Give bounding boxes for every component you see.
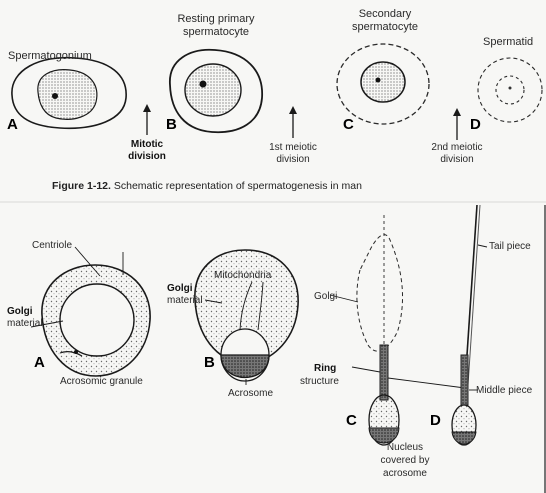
label-nucleus-line3: acrosome <box>370 468 440 479</box>
label-mitotic-line1: Mitotic <box>115 139 179 150</box>
label-golgi-b-line1: Golgi <box>167 283 193 294</box>
letter-d-top: D <box>470 116 481 133</box>
letter-c-top: C <box>343 116 354 133</box>
cell-primary-spermatocyte <box>170 50 262 132</box>
label-ring-line2: structure <box>300 376 339 387</box>
label-resting-line2: spermatocyte <box>166 27 266 38</box>
label-second-meiotic-line1: 2nd meiotic <box>420 142 494 153</box>
label-golgi-b-line2: material <box>167 295 203 306</box>
panel-c-sperm <box>330 215 465 445</box>
label-resting-line1: Resting primary <box>166 14 266 25</box>
arrow-second-meiotic <box>453 108 461 140</box>
label-nucleus-line1: Nucleus <box>370 442 440 453</box>
label-spermatid: Spermatid <box>483 37 533 48</box>
panel-a-cell <box>31 247 150 376</box>
label-nucleus-line2: covered by <box>370 455 440 466</box>
label-first-meiotic-line2: division <box>258 154 328 165</box>
figure-caption-text: Schematic representation of spermatogene… <box>114 180 362 192</box>
label-first-meiotic-line1: 1st meiotic <box>258 142 328 153</box>
label-secondary-line2: spermatocyte <box>330 22 440 33</box>
panel-d-sperm <box>452 205 487 445</box>
arrow-mitotic <box>143 104 151 135</box>
letter-c-bottom: C <box>346 412 357 429</box>
arrow-first-meiotic <box>289 106 297 138</box>
label-mitotic-line2: division <box>115 151 179 162</box>
letter-b-top: B <box>166 116 177 133</box>
label-golgi-a-line2: material <box>7 318 43 329</box>
cell-secondary-spermatocyte <box>337 44 429 124</box>
letter-a-bottom: A <box>34 354 45 371</box>
label-golgi-c: Golgi <box>314 291 337 302</box>
letter-a-top: A <box>7 116 18 133</box>
label-acrosomic-granule: Acrosomic granule <box>60 376 143 387</box>
cell-spermatogonium <box>12 58 126 129</box>
label-second-meiotic-line2: division <box>420 154 494 165</box>
label-mitochondria: Mitochondria <box>214 270 271 281</box>
label-golgi-a-line1: Golgi <box>7 306 33 317</box>
letter-d-bottom: D <box>430 412 441 429</box>
label-middle-piece: Middle piece <box>476 385 532 396</box>
label-tail-piece: Tail piece <box>489 241 531 252</box>
cell-spermatid <box>478 58 542 122</box>
letter-b-bottom: B <box>204 354 215 371</box>
figure-caption: Figure 1-12. Schematic representation of… <box>52 180 362 192</box>
label-ring-line1: Ring <box>314 363 336 374</box>
label-secondary-line1: Secondary <box>330 9 440 20</box>
figure-number: Figure 1-12. <box>52 180 111 192</box>
label-acrosome: Acrosome <box>228 388 273 399</box>
label-spermatogonium: Spermatogonium <box>8 51 92 62</box>
label-centriole: Centriole <box>32 240 72 251</box>
